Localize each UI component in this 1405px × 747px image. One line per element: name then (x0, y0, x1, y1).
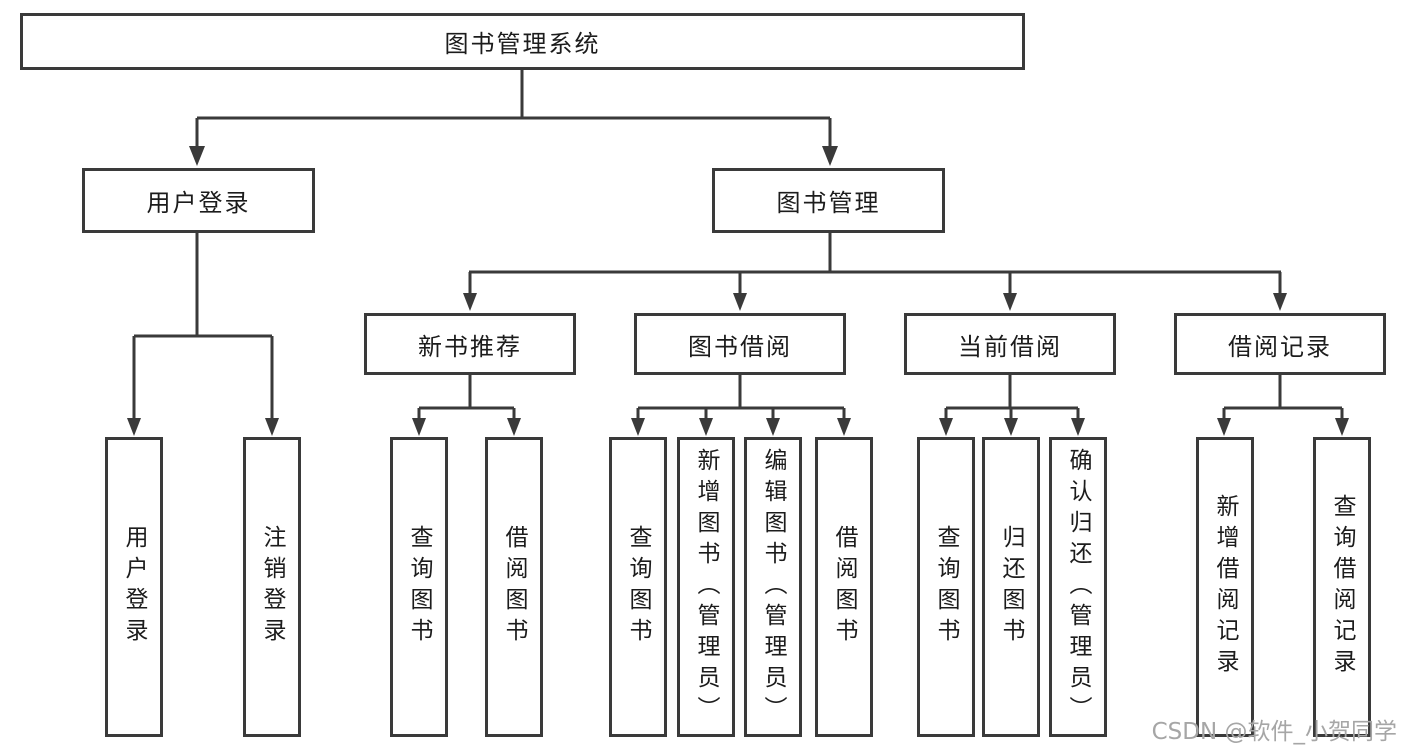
node-current-borrow: 当前借阅 (904, 313, 1116, 375)
node-book-management: 图书管理 (712, 168, 945, 233)
node-current-borrow-label: 当前借阅 (958, 332, 1062, 361)
node-user-login: 用户登录 (82, 168, 315, 233)
leaf-current-confirm-return-admin-label: 确认归还（管理员） (1065, 447, 1091, 727)
leaf-current-query-books-label: 查询图书 (933, 525, 959, 649)
leaf-current-return-books-label: 归还图书 (998, 525, 1024, 649)
leaf-borrow-edit-books-admin: 编辑图书（管理员） (744, 437, 802, 737)
leaf-newrec-query-books-label: 查询图书 (406, 525, 432, 649)
leaf-newrec-query-books: 查询图书 (390, 437, 448, 737)
leaf-user-login: 用户登录 (105, 437, 163, 737)
node-book-management-label: 图书管理 (776, 189, 881, 217)
leaf-records-add-record: 新增借阅记录 (1196, 437, 1254, 737)
node-new-book-recommend-label: 新书推荐 (418, 332, 522, 361)
leaf-borrow-edit-books-admin-label: 编辑图书（管理员） (760, 447, 786, 727)
node-book-borrow-label: 图书借阅 (688, 332, 792, 361)
leaf-current-confirm-return-admin: 确认归还（管理员） (1049, 437, 1107, 737)
leaf-current-query-books: 查询图书 (917, 437, 975, 737)
node-book-borrow: 图书借阅 (634, 313, 846, 375)
node-root: 图书管理系统 (20, 13, 1025, 70)
arrowheads (127, 146, 1349, 436)
leaf-newrec-borrow-books: 借阅图书 (485, 437, 543, 737)
leaf-logout-label: 注销登录 (259, 525, 285, 649)
leaf-records-add-record-label: 新增借阅记录 (1212, 494, 1238, 680)
node-user-login-label: 用户登录 (146, 189, 251, 217)
leaf-newrec-borrow-books-label: 借阅图书 (501, 525, 527, 649)
leaf-current-return-books: 归还图书 (982, 437, 1040, 737)
leaf-records-query-record: 查询借阅记录 (1313, 437, 1371, 737)
leaf-borrow-query-books: 查询图书 (609, 437, 667, 737)
leaf-borrow-borrow-books: 借阅图书 (815, 437, 873, 737)
leaf-logout: 注销登录 (243, 437, 301, 737)
leaf-borrow-add-books-admin: 新增图书（管理员） (677, 437, 735, 737)
leaf-records-query-record-label: 查询借阅记录 (1329, 494, 1355, 680)
node-root-label: 图书管理系统 (444, 30, 601, 58)
leaf-user-login-label: 用户登录 (121, 525, 147, 649)
watermark: CSDN @软件_小贺同学 (1151, 719, 1397, 745)
leaf-borrow-borrow-books-label: 借阅图书 (831, 525, 857, 649)
node-borrow-records-label: 借阅记录 (1228, 332, 1332, 361)
leaf-borrow-add-books-admin-label: 新增图书（管理员） (693, 447, 719, 727)
node-new-book-recommend: 新书推荐 (364, 313, 576, 375)
node-borrow-records: 借阅记录 (1174, 313, 1386, 375)
leaf-borrow-query-books-label: 查询图书 (625, 525, 651, 649)
